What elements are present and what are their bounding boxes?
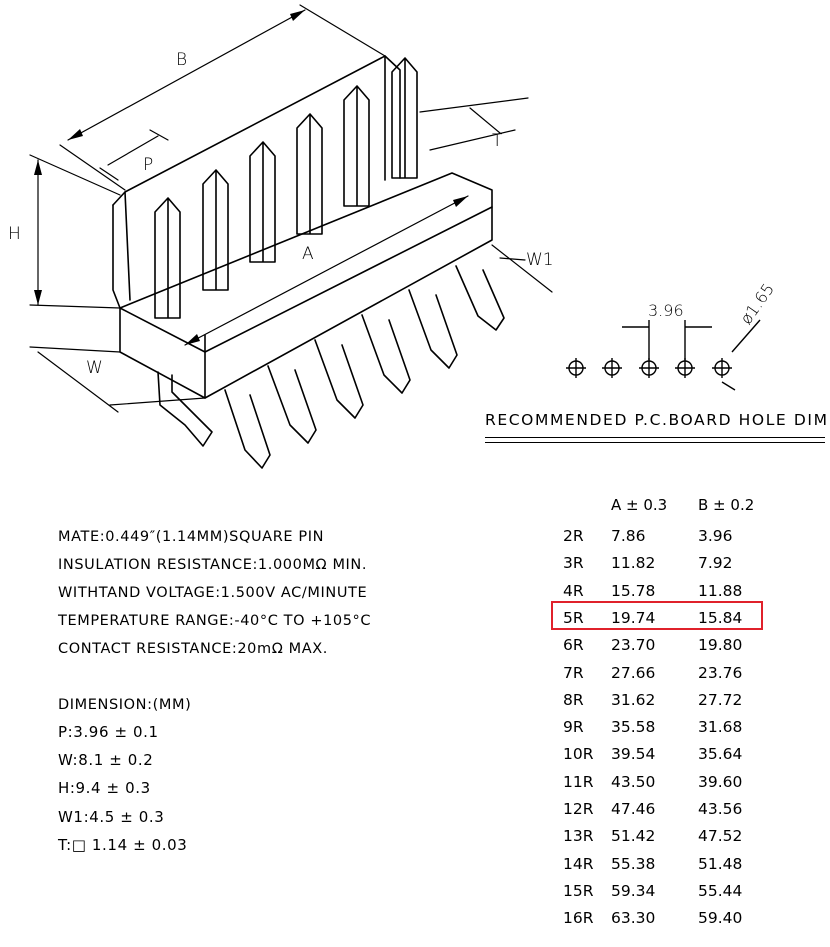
row-a-value: 23.70 [611,636,656,654]
dimension-lines [29,4,553,413]
row-name: 16R [563,909,594,927]
row-b-value: 43.56 [698,800,743,818]
row-name: 11R [563,773,594,791]
table-header-b: B ± 0.2 [698,496,755,514]
spec-line: WITHTAND VOLTAGE:1.500V AC/MINUTE [58,585,368,601]
top-pins [154,57,418,319]
row-a-value: 27.66 [611,664,656,682]
dim-label-p: P [143,155,154,175]
row-a-value: 63.30 [611,909,656,927]
connector-drawing [29,4,761,469]
row-a-value: 59.34 [611,882,656,900]
row-name: 2R [563,527,584,545]
dim-label-b: B [176,50,188,70]
dimension-line: W:8.1 ± 0.2 [58,751,154,769]
dimension-line: W1:4.5 ± 0.3 [58,808,165,826]
row-name: 3R [563,554,584,572]
spec-line: INSULATION RESISTANCE:1.000MΩ MIN. [58,557,368,573]
pcb-caption: RECOMMENDED P.C.BOARD HOLE DIMM. [485,411,830,429]
dimension-line: T:□ 1.14 ± 0.03 [58,836,188,854]
hole [639,358,659,378]
dim-label-a: A [302,244,314,264]
pcb-hole-pattern [566,319,761,391]
row-b-value: 47.52 [698,827,743,845]
dimension-line: P:3.96 ± 0.1 [58,723,159,741]
row-name: 15R [563,882,594,900]
housing-top-face [119,172,493,309]
row-b-value: 35.64 [698,745,743,763]
hole [675,358,695,378]
row-name: 14R [563,855,594,873]
row-name: 8R [563,691,584,709]
row-name: 10R [563,745,594,763]
dim-label-t: T [492,131,503,151]
dimension-title: DIMENSION:(MM) [58,697,192,713]
spec-line: TEMPERATURE RANGE:-40°C TO +105°C [58,613,372,629]
row-a-value: 55.38 [611,855,656,873]
hole [602,358,622,378]
row-a-value: 31.62 [611,691,656,709]
hole [566,358,586,378]
table-header-a: A ± 0.3 [611,496,668,514]
left-tail-pin [157,371,213,447]
dim-label-w: W [86,358,103,378]
row-b-value: 59.40 [698,909,743,927]
row-a-value: 11.82 [611,554,656,572]
row-b-value: 19.80 [698,636,743,654]
tail-pins [224,265,505,469]
row-a-value: 47.46 [611,800,656,818]
row-name: 6R [563,636,584,654]
row-b-value: 31.68 [698,718,743,736]
dimension-line: H:9.4 ± 0.3 [58,779,151,797]
housing-front-face [119,307,206,399]
row-name: 4R [563,582,584,600]
row-name: 13R [563,827,594,845]
housing-side-face [204,206,493,399]
row-b-value: 3.96 [698,527,733,545]
caption-underline [485,437,825,438]
spec-line: CONTACT RESISTANCE:20mΩ MAX. [58,641,328,657]
row-b-value: 7.92 [698,554,733,572]
highlighted-row-box [551,601,763,630]
row-b-value: 27.72 [698,691,743,709]
row-name: 9R [563,718,584,736]
row-name: 12R [563,800,594,818]
row-a-value: 39.54 [611,745,656,763]
caption-underline [485,442,825,443]
row-a-value: 19.74 [611,609,656,627]
row-a-value: 43.50 [611,773,656,791]
row-b-value: 23.76 [698,664,743,682]
pcb-pitch-label: 3.96 [648,301,684,320]
spec-line: MATE:0.449″(1.14MM)SQUARE PIN [58,529,325,545]
row-name: 5R [563,609,584,627]
row-b-value: 15.84 [698,609,743,627]
row-name: 7R [563,664,584,682]
arrowheads [34,10,468,345]
row-a-value: 35.58 [611,718,656,736]
row-a-value: 15.78 [611,582,656,600]
dim-label-w1: W1 [526,250,554,270]
hole [712,358,732,378]
row-a-value: 51.42 [611,827,656,845]
row-b-value: 11.88 [698,582,743,600]
dim-label-h: H [8,224,21,244]
row-b-value: 39.60 [698,773,743,791]
row-b-value: 55.44 [698,882,743,900]
row-a-value: 7.86 [611,527,646,545]
row-b-value: 51.48 [698,855,743,873]
